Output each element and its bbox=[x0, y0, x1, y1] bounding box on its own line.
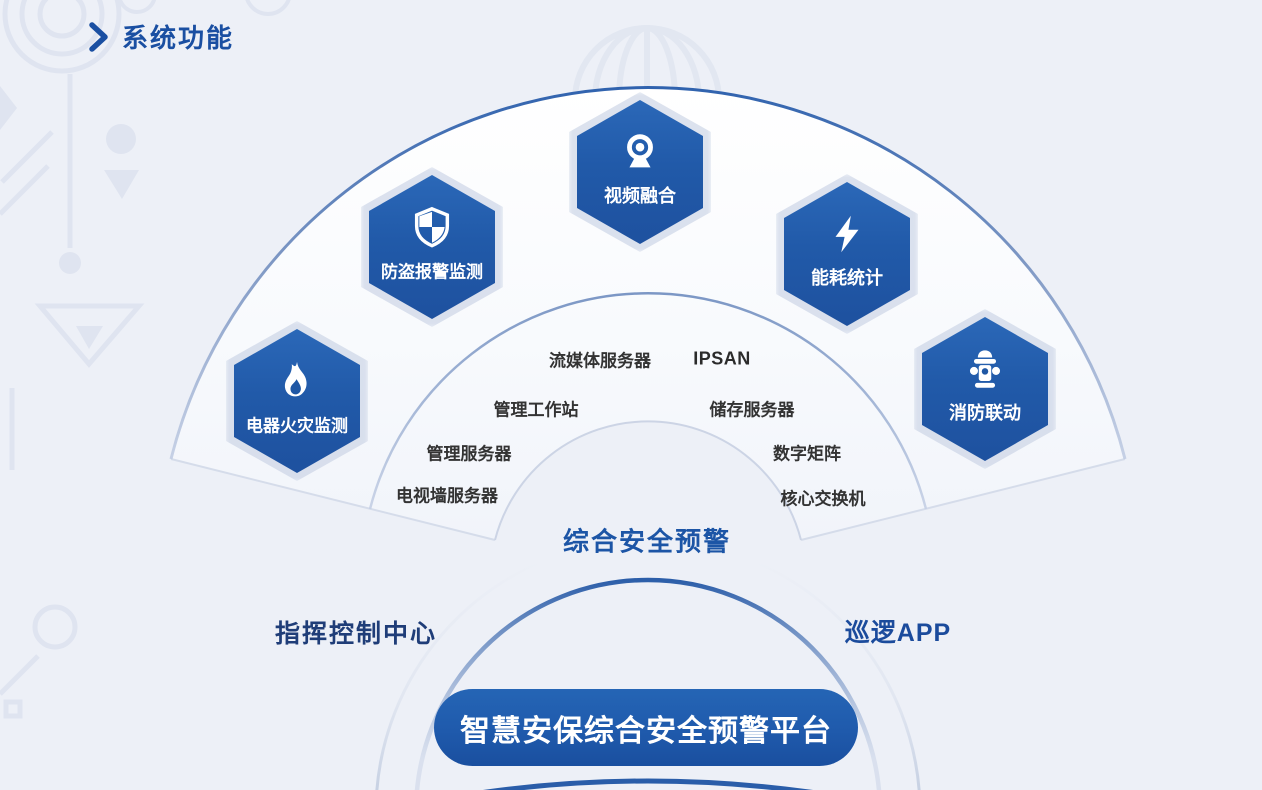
hex-body bbox=[234, 329, 360, 473]
hex-label: 电器火灾监测 bbox=[246, 416, 348, 436]
bottom-wide-arc bbox=[483, 778, 813, 790]
label-tv-wall-server: 电视墙服务器 bbox=[396, 486, 498, 506]
hex-label: 防盗报警监测 bbox=[381, 262, 483, 282]
page-title: 系统功能 bbox=[122, 23, 235, 53]
label-management-server: 管理服务器 bbox=[426, 444, 512, 464]
flame-icon bbox=[284, 361, 307, 397]
label-storage-server: 储存服务器 bbox=[709, 400, 795, 420]
webcam-icon bbox=[627, 134, 653, 168]
circuit-decoration bbox=[0, 0, 291, 719]
hex-node-video-fusion[interactable]: 视频融合 bbox=[569, 92, 711, 252]
hex-node-fire-linkage[interactable]: 消防联动 bbox=[914, 309, 1056, 469]
patrol-app-label: 巡逻APP bbox=[844, 619, 952, 647]
label-management-workstation: 管理工作站 bbox=[493, 400, 579, 420]
hex-label: 能耗统计 bbox=[811, 268, 883, 289]
hex-body bbox=[922, 317, 1048, 461]
label-core-switch: 核心交换机 bbox=[780, 489, 866, 509]
hex-node-energy-statistics[interactable]: 能耗统计 bbox=[776, 174, 918, 334]
label-streaming-media-server: 流媒体服务器 bbox=[549, 351, 651, 371]
platform-pill-button[interactable]: 智慧安保综合安全预警平台 bbox=[434, 689, 858, 766]
hex-node-electrical-fire[interactable]: 电器火灾监测 bbox=[226, 321, 368, 481]
globe-decoration bbox=[572, 25, 722, 101]
comprehensive-warning-label: 综合安全预警 bbox=[562, 526, 732, 557]
hex-label: 消防联动 bbox=[949, 403, 1021, 424]
platform-pill-label: 智慧安保综合安全预警平台 bbox=[460, 714, 832, 748]
hydrant-icon bbox=[969, 350, 1001, 388]
hex-node-anti-theft-alarm[interactable]: 防盗报警监测 bbox=[361, 167, 503, 327]
hex-body bbox=[577, 100, 703, 244]
chevron-right-icon bbox=[89, 21, 108, 52]
fan-inner-arc bbox=[494, 420, 802, 541]
section-header: 系统功能 bbox=[88, 18, 234, 55]
fan-outer-arc bbox=[169, 86, 1127, 460]
fan-middle-arc bbox=[368, 292, 928, 510]
lightning-icon bbox=[835, 215, 859, 253]
hex-label: 视频融合 bbox=[604, 186, 676, 207]
command-control-center-label: 指挥控制中心 bbox=[274, 620, 438, 648]
label-ipsan: IPSAN bbox=[693, 348, 751, 369]
shield-icon bbox=[414, 206, 450, 248]
hex-body bbox=[784, 182, 910, 326]
label-digital-matrix: 数字矩阵 bbox=[773, 444, 841, 464]
light-dome-arc bbox=[375, 538, 921, 790]
